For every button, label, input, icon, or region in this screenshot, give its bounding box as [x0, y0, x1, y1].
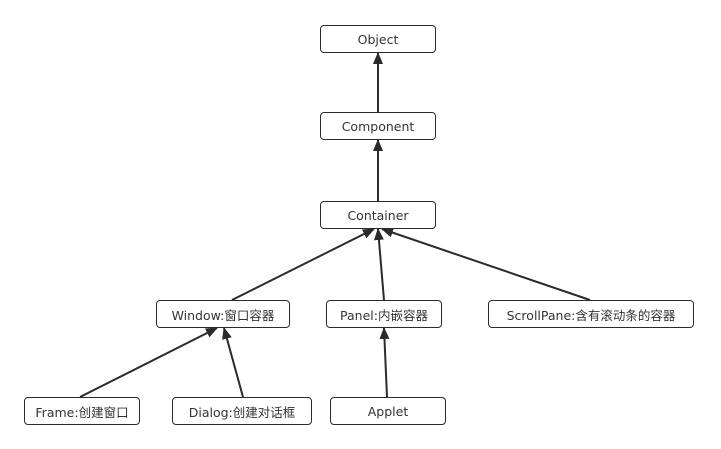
node-component[interactable]: Component	[320, 112, 436, 140]
node-container[interactable]: Container	[320, 201, 436, 229]
node-object[interactable]: Object	[320, 25, 436, 53]
node-frame[interactable]: Frame:创建窗口	[24, 397, 140, 425]
edge-dialog-to-window	[222, 327, 244, 398]
node-applet[interactable]: Applet	[330, 397, 446, 425]
node-scrollpane[interactable]: ScrollPane:含有滚动条的容器	[488, 300, 694, 328]
node-panel[interactable]: Panel:内嵌容器	[326, 300, 442, 328]
node-window[interactable]: Window:窗口容器	[156, 300, 290, 328]
edge-scrollpane-to-container	[381, 227, 591, 301]
edge-panel-to-container	[373, 228, 385, 301]
edge-frame-to-window	[79, 327, 218, 398]
edge-applet-to-panel	[379, 327, 390, 398]
edge-window-to-container	[231, 228, 375, 301]
node-dialog[interactable]: Dialog:创建对话框	[172, 397, 312, 425]
